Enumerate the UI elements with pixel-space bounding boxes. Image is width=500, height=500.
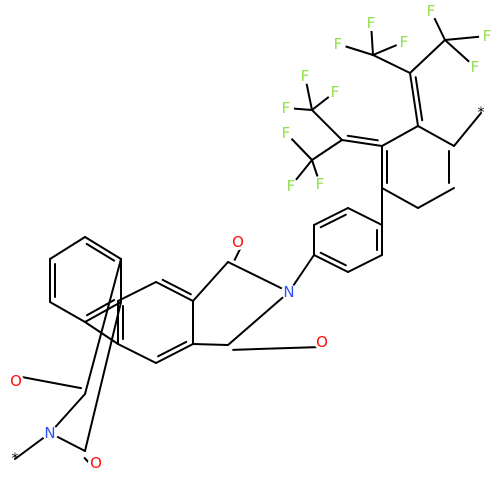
bond-n1-c3 bbox=[227, 261, 290, 293]
bond-d6-d1 bbox=[155, 281, 194, 302]
label-mask-f11 bbox=[283, 178, 299, 194]
label-mask-o1 bbox=[230, 234, 246, 250]
label-mask-f9 bbox=[278, 100, 294, 116]
double-bond-g3-o3 bbox=[20, 376, 83, 390]
label-mask-f6 bbox=[479, 28, 495, 44]
bond-e4-e5 bbox=[84, 236, 122, 260]
label-mask-f4 bbox=[423, 3, 439, 19]
label-mask-f1 bbox=[363, 15, 379, 31]
atom-label-f2: F bbox=[334, 35, 343, 53]
double-bond-b5-b6 bbox=[319, 213, 347, 229]
label-mask-o3 bbox=[8, 373, 24, 389]
double-bond-d1-d6 bbox=[161, 278, 192, 296]
bond-a6-v2 bbox=[341, 139, 383, 147]
double-bond-d2-d3 bbox=[157, 340, 188, 358]
label-mask-f3 bbox=[396, 34, 412, 50]
bond-c3-d1 bbox=[192, 261, 229, 302]
bond-b6-b1 bbox=[347, 207, 383, 226]
double-bond-c4-o2 bbox=[232, 346, 319, 351]
bond-a3-a4 bbox=[417, 187, 455, 209]
label-mask-n2 bbox=[42, 425, 58, 441]
bond-d3-d4 bbox=[117, 343, 157, 364]
bond-e6-e1 bbox=[84, 301, 122, 323]
label-mask-f12 bbox=[312, 176, 328, 192]
label-mask-f5 bbox=[467, 59, 483, 75]
bond-v2-q4 bbox=[311, 139, 343, 161]
bond-a4-a5 bbox=[381, 187, 419, 209]
bond-b2-b3 bbox=[347, 254, 383, 273]
bond-b3-b4 bbox=[313, 254, 349, 273]
label-mask-n1 bbox=[281, 284, 297, 300]
bond-v1-q2 bbox=[409, 39, 446, 74]
bond-c4-d2 bbox=[192, 343, 229, 346]
bond-a2-s1 bbox=[453, 112, 482, 147]
atom-label-o2: O bbox=[316, 333, 328, 351]
attachment-point-s2: * bbox=[12, 451, 19, 467]
atom-label-f12: F bbox=[316, 175, 325, 193]
atom-label-o4: O bbox=[90, 454, 102, 472]
bond-n1-c4 bbox=[227, 291, 290, 346]
label-mask-f2 bbox=[330, 36, 346, 52]
atom-label-f1: F bbox=[367, 14, 376, 32]
double-bond-e4-e5 bbox=[85, 242, 116, 262]
label-mask-o2 bbox=[314, 334, 330, 350]
atom-label-f4: F bbox=[427, 2, 436, 20]
bond-d5-d6 bbox=[117, 281, 157, 302]
atom-label-f7: F bbox=[301, 67, 310, 85]
atom-label-f11: F bbox=[287, 177, 296, 195]
bond-v2-q3 bbox=[311, 109, 343, 141]
atom-label-f3: F bbox=[400, 33, 409, 51]
label-mask-o4 bbox=[88, 455, 104, 471]
bond-g3-n2 bbox=[49, 393, 86, 434]
atom-label-f9: F bbox=[282, 99, 291, 117]
bond-a1-a2 bbox=[417, 125, 455, 147]
bond-v1-q1 bbox=[372, 54, 411, 74]
double-bond-e6-e1 bbox=[85, 299, 116, 317]
label-mask-f10 bbox=[278, 125, 294, 141]
atom-label-o1: O bbox=[232, 233, 244, 251]
atom-label-o3: O bbox=[10, 372, 22, 390]
atom-label-n1: N bbox=[283, 283, 294, 301]
bond-d2-d3 bbox=[155, 343, 194, 364]
bond-e1-e2 bbox=[49, 301, 86, 323]
double-bond-b3-b4 bbox=[319, 251, 347, 267]
atom-label-f10: F bbox=[282, 124, 291, 142]
bond-e3-e4 bbox=[49, 236, 86, 260]
atom-label-f8: F bbox=[331, 83, 340, 101]
bond-e6-g4 bbox=[84, 301, 122, 452]
double-bond-a6-v2 bbox=[346, 134, 379, 142]
atom-label-n2: N bbox=[44, 424, 55, 442]
label-mask-f7 bbox=[297, 68, 313, 84]
atom-label-f6: F bbox=[483, 27, 492, 45]
label-mask-f8 bbox=[327, 84, 343, 100]
attachment-point-s1: * bbox=[478, 105, 485, 121]
double-bond-a1-v1 bbox=[414, 76, 424, 122]
double-bond-c3-o1 bbox=[233, 247, 242, 261]
bond-b5-b6 bbox=[313, 207, 349, 226]
bond-e5-g3 bbox=[84, 258, 122, 395]
bond-a6-a1 bbox=[381, 125, 419, 147]
bond-a1-v1 bbox=[409, 72, 419, 127]
bond-layer bbox=[14, 10, 488, 464]
atom-label-f5: F bbox=[471, 58, 480, 76]
